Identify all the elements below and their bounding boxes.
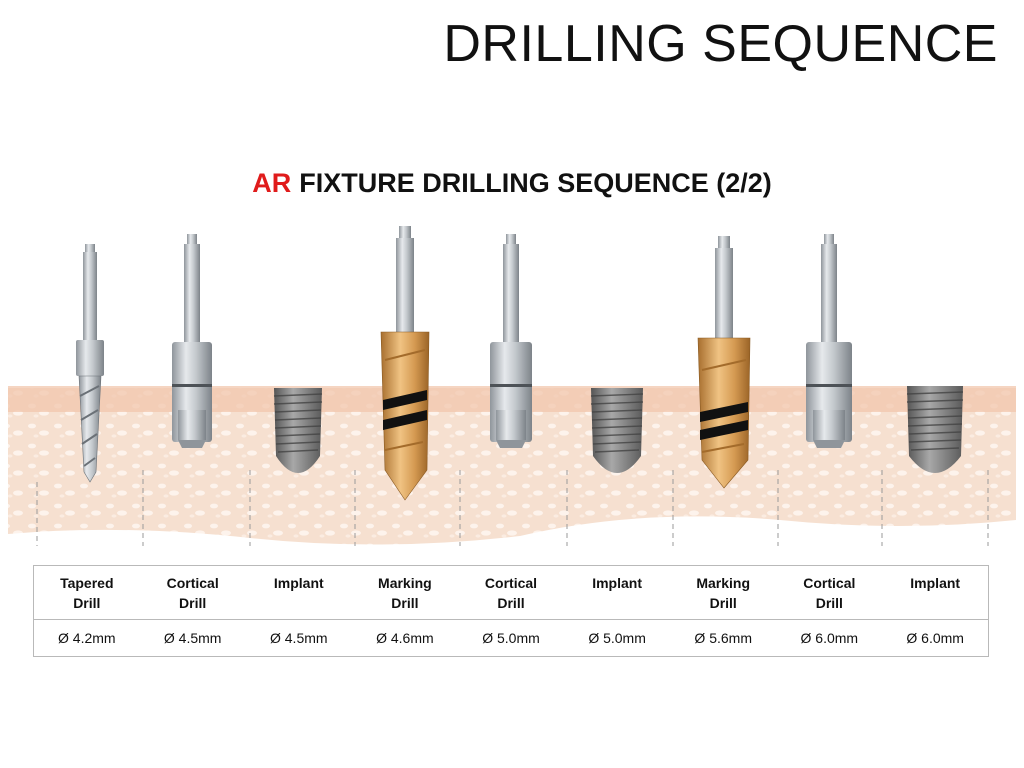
- table-header: Implant: [245, 565, 352, 620]
- table-header: Implant: [564, 565, 671, 620]
- table-header: Marking Drill: [351, 565, 458, 620]
- drill-spec-table: Tapered Drill Cortical Drill Implant Mar…: [33, 565, 989, 657]
- table-cell: Ø 5.6mm: [694, 630, 752, 646]
- drilling-sequence-illustration: [8, 226, 1016, 546]
- table-header: Tapered Drill: [33, 565, 140, 620]
- table-cell: Ø 4.6mm: [376, 630, 434, 646]
- implant-icon: [590, 388, 644, 473]
- table-row: Ø 4.2mm Ø 4.5mm Ø 4.5mm Ø 4.6mm Ø 5.0mm …: [34, 620, 989, 657]
- separator-lines: [36, 470, 989, 546]
- table-cell: Ø 6.0mm: [800, 630, 859, 646]
- cortical-drill-icon: [806, 234, 852, 448]
- table-cell: Ø 6.0mm: [906, 630, 964, 646]
- subtitle-accent: AR: [252, 168, 292, 198]
- table-header: Marking Drill: [670, 565, 777, 620]
- table-header: Cortical Drill: [776, 565, 883, 620]
- cortical-drill-icon: [172, 234, 212, 448]
- table-cell: Ø 5.0mm: [482, 630, 540, 646]
- table-cell: Ø 5.0mm: [588, 630, 646, 646]
- implant-icon: [273, 388, 323, 473]
- subtitle-text: FIXTURE DRILLING SEQUENCE (2/2): [299, 168, 772, 198]
- table-header: Implant: [882, 565, 989, 620]
- implant-icon: [906, 386, 964, 473]
- table-header-row: Tapered Drill Cortical Drill Implant Mar…: [33, 565, 989, 620]
- table-header: Cortical Drill: [139, 565, 246, 620]
- marking-drill-icon: [697, 236, 751, 489]
- table-cell: Ø 4.5mm: [163, 630, 222, 646]
- table-cell: Ø 4.5mm: [269, 630, 328, 646]
- table-cell: Ø 4.2mm: [58, 630, 116, 646]
- slide-title: DRILLING SEQUENCE: [443, 15, 998, 73]
- tapered-drill-icon: [76, 244, 104, 483]
- marking-drill-icon: [380, 226, 430, 501]
- cortical-drill-icon: [490, 234, 532, 448]
- table-header: Cortical Drill: [457, 565, 565, 620]
- bone-background: [8, 388, 1016, 545]
